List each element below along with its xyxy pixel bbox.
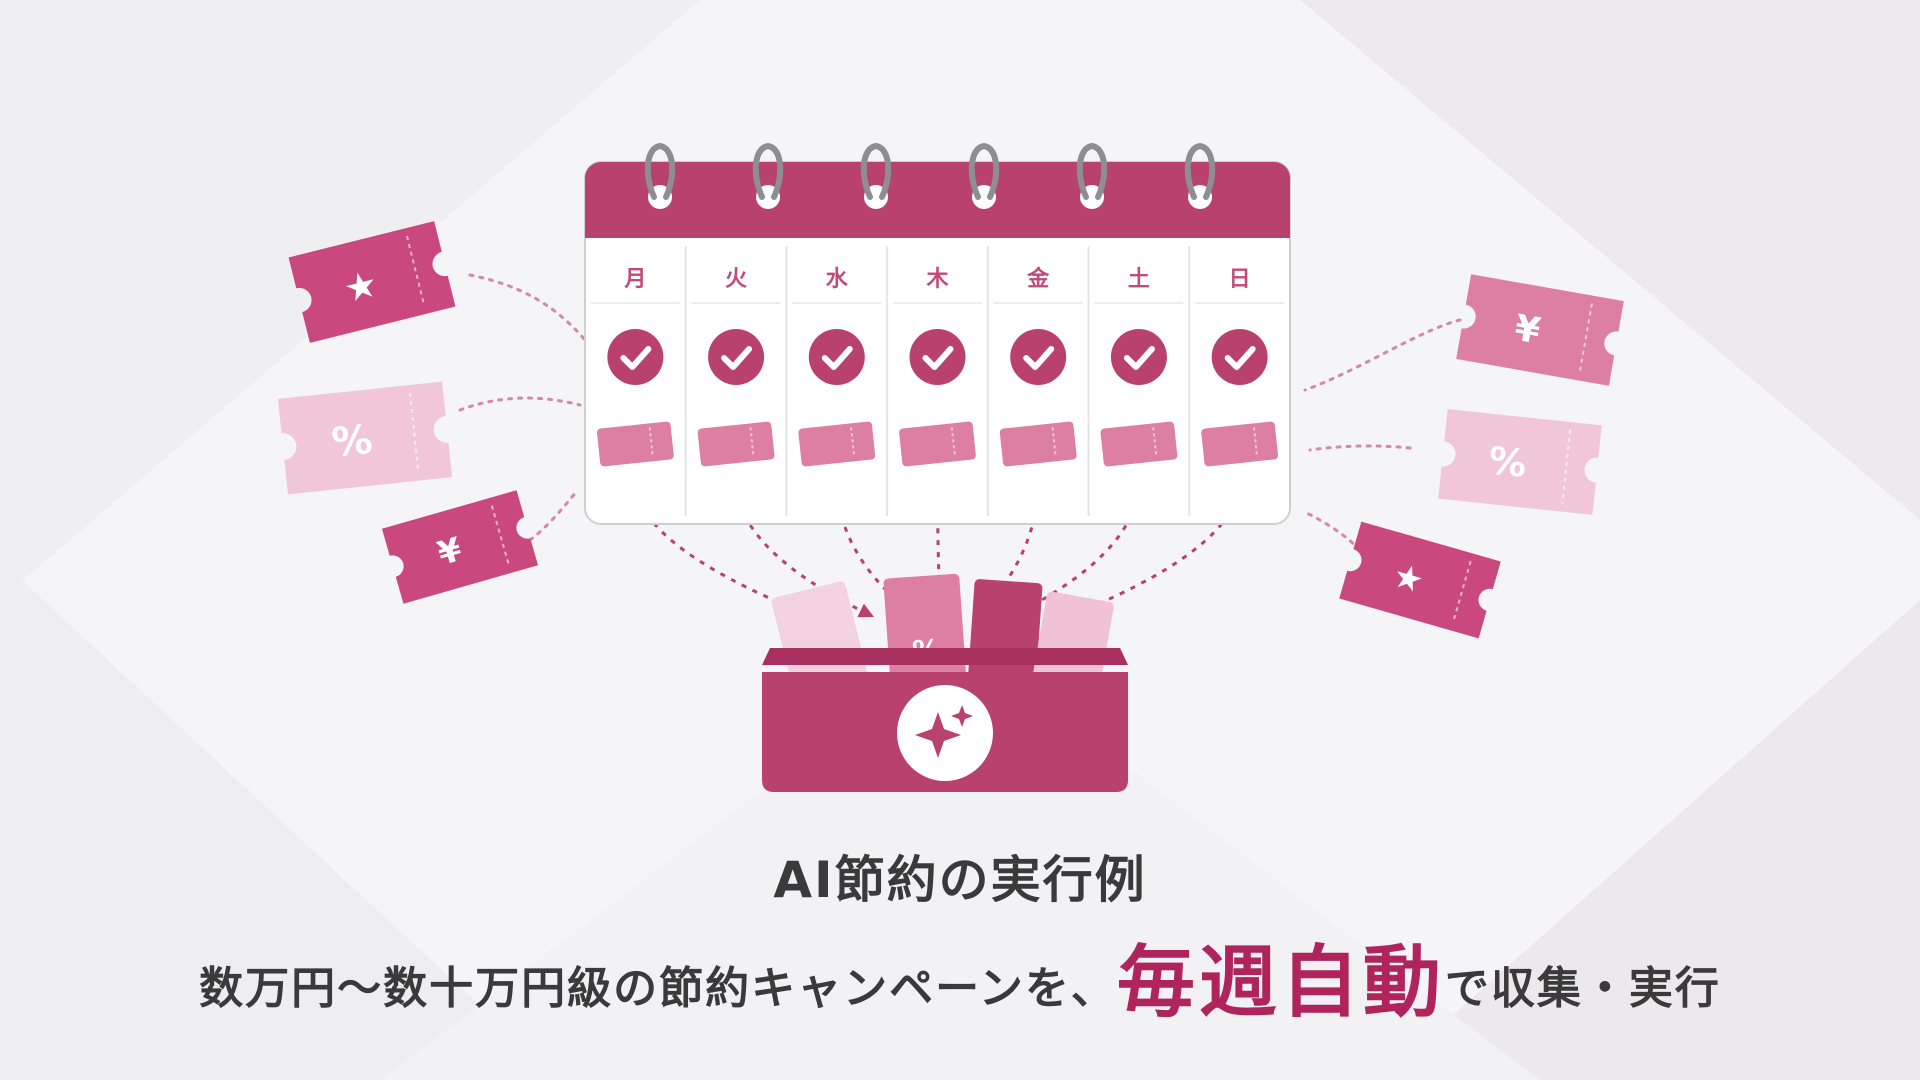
check-icon [607,329,664,385]
day-label: 水 [826,267,849,292]
tagline: 数万円〜数十万円級の節約キャンペーンを、毎週自動で収集・実行 [0,920,1920,1032]
calendar-day-columns: 月火水木金土日 [591,246,1284,516]
weekly-calendar: 月火水木金土日 [584,142,1291,525]
day-label: 日 [1229,267,1251,292]
ticket-box: % [762,573,1128,792]
day-label: 木 [925,267,949,292]
ticket-connectors [458,273,1462,552]
floating-ticket: % [1438,409,1602,515]
day-ticket [899,421,976,467]
binder-ring [860,142,892,200]
floating-ticket: ★ [288,221,456,343]
floating-ticket: % [277,381,453,495]
day-ticket [1100,421,1178,467]
check-icon [1010,329,1067,385]
day-label: 月 [623,267,646,292]
day-ticket [999,421,1077,467]
caption: AI節約の実行例 [773,851,1147,909]
day-ticket [697,421,775,467]
percent-icon: % [1486,438,1528,486]
binder-ring [968,142,1000,200]
floating-tickets-right: ¥% ★ [1339,274,1624,639]
floating-tickets-left: ★%¥ [277,221,539,604]
check-icon [808,329,865,385]
day-ticket [596,421,674,467]
binder-ring [644,142,676,200]
floating-ticket: ¥ [1456,274,1624,386]
tagline-after: で収集・実行 [1444,963,1721,1014]
floating-ticket: ★ [1339,521,1501,639]
check-icon [909,329,966,385]
day-label: 金 [1026,266,1050,292]
percent-icon: % [330,416,375,467]
check-icon [708,329,765,385]
day-label: 火 [725,267,747,292]
binder-ring [752,142,784,200]
day-ticket [1201,421,1279,467]
day-label: 土 [1128,267,1150,292]
check-icon [1110,329,1167,385]
tagline-before: 数万円〜数十万円級の節約キャンペーンを、 [199,963,1117,1014]
calendar-rings [644,142,1216,209]
binder-ring [1184,142,1216,200]
floating-ticket: ¥ [381,490,539,604]
check-icon [1211,329,1268,385]
tagline-emphasis: 毎週自動 [1116,938,1445,1028]
binder-ring [1076,142,1108,200]
day-ticket [798,421,876,467]
